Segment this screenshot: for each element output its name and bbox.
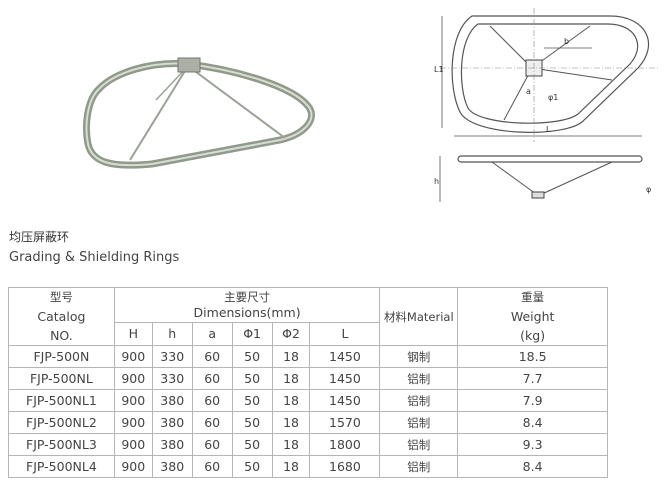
cell-a: 60 [191, 367, 233, 390]
cell-phi2: 18 [271, 389, 311, 412]
label-h: h [434, 177, 439, 186]
cell-phi2: 18 [271, 433, 311, 456]
product-title-en: Grading & Shielding Rings [9, 250, 180, 265]
shielding-ring-illustration [82, 57, 315, 169]
cell-catalog: FJP-500NL [8, 367, 115, 390]
label-L1: L1 [434, 65, 444, 74]
cell-H: 900 [113, 433, 153, 456]
cell-catalog: FJP-500NL1 [8, 389, 115, 412]
side-view-drawing: h φ [434, 155, 651, 202]
catalog-header: 型号 Catalog NO. [8, 287, 115, 346]
cell-h: 330 [151, 367, 193, 390]
cell-H: 900 [113, 389, 153, 412]
col-phi1: Φ1 [231, 321, 273, 347]
label-a: a [526, 87, 531, 96]
table-row: FJP-500NL1 900 380 60 50 18 1450 铝制 7.9 [8, 389, 608, 412]
cell-h: 330 [151, 345, 193, 368]
cell-phi2: 18 [271, 367, 311, 390]
weight-header: 重量 Weight (kg) [457, 287, 608, 346]
cell-catalog: FJP-500NL4 [8, 455, 115, 478]
col-h: h [151, 321, 193, 347]
cell-material: 铝制 [379, 389, 459, 412]
cell-phi1: 50 [231, 455, 273, 478]
table-row: FJP-500NL2 900 380 60 50 18 1570 铝制 8.4 [8, 411, 608, 434]
cell-phi2: 18 [271, 345, 311, 368]
cell-phi1: 50 [231, 345, 273, 368]
cell-H: 900 [113, 367, 153, 390]
material-header: 材料Material [379, 287, 459, 346]
cell-material: 铝制 [379, 455, 459, 478]
cell-h: 380 [151, 455, 193, 478]
table-row: FJP-500NL4 900 380 60 50 18 1680 铝制 8.4 [8, 455, 608, 478]
table-row: FJP-500N 900 330 60 50 18 1450 钢制 18.5 [8, 345, 608, 368]
col-L: L [309, 321, 381, 347]
cell-weight: 8.4 [457, 411, 608, 434]
cell-L: 1570 [309, 411, 381, 434]
cell-a: 60 [191, 433, 233, 456]
cell-h: 380 [151, 411, 193, 434]
cell-material: 钢制 [379, 345, 459, 368]
col-H: H [113, 321, 153, 347]
cell-catalog: FJP-500NL3 [8, 433, 115, 456]
cell-weight: 7.9 [457, 389, 608, 412]
label-phi: φ [646, 185, 651, 194]
cell-a: 60 [191, 411, 233, 434]
label-b: b [564, 37, 569, 46]
dimensions-header: 主要尺寸 Dimensions(mm) [113, 287, 381, 323]
cell-weight: 9.3 [457, 433, 608, 456]
product-title-cn: 均压屏蔽环 [9, 230, 70, 244]
cell-weight: 8.4 [457, 455, 608, 478]
label-L: L [546, 125, 551, 134]
spec-table: 型号 Catalog NO. 主要尺寸 Dimensions(mm) 材料Mat… [8, 287, 608, 478]
cell-material: 铝制 [379, 433, 459, 456]
cell-H: 900 [113, 455, 153, 478]
cell-L: 1450 [309, 389, 381, 412]
product-photo [82, 57, 315, 169]
cell-phi1: 50 [231, 367, 273, 390]
cell-material: 铝制 [379, 411, 459, 434]
cell-phi1: 50 [231, 389, 273, 412]
cell-a: 60 [191, 455, 233, 478]
cell-h: 380 [151, 389, 193, 412]
cell-phi2: 18 [271, 455, 311, 478]
cell-catalog: FJP-500NL2 [8, 411, 115, 434]
cell-catalog: FJP-500N [8, 345, 115, 368]
cell-phi1: 50 [231, 411, 273, 434]
top-view-drawing: L1 b a φ1 L [434, 8, 658, 142]
cell-a: 60 [191, 345, 233, 368]
cell-phi2: 18 [271, 411, 311, 434]
cell-H: 900 [113, 411, 153, 434]
cell-a: 60 [191, 389, 233, 412]
col-a: a [191, 321, 233, 347]
cell-H: 900 [113, 345, 153, 368]
table-row: FJP-500NL 900 330 60 50 18 1450 铝制 7.7 [8, 367, 608, 390]
table-header-row: 型号 Catalog NO. 主要尺寸 Dimensions(mm) 材料Mat… [8, 287, 608, 346]
cell-L: 1450 [309, 345, 381, 368]
cell-L: 1450 [309, 367, 381, 390]
label-phi1: φ1 [548, 93, 558, 102]
cell-weight: 7.7 [457, 367, 608, 390]
table-row: FJP-500NL3 900 380 60 50 18 1800 铝制 9.3 [8, 433, 608, 456]
cell-material: 铝制 [379, 367, 459, 390]
table-subheader-row: H h a Φ1 Φ2 L [9, 321, 608, 347]
cell-L: 1800 [309, 433, 381, 456]
cell-h: 380 [151, 433, 193, 456]
cell-L: 1680 [309, 455, 381, 478]
col-phi2: Φ2 [271, 321, 311, 347]
cell-phi1: 50 [231, 433, 273, 456]
cell-weight: 18.5 [457, 345, 608, 368]
